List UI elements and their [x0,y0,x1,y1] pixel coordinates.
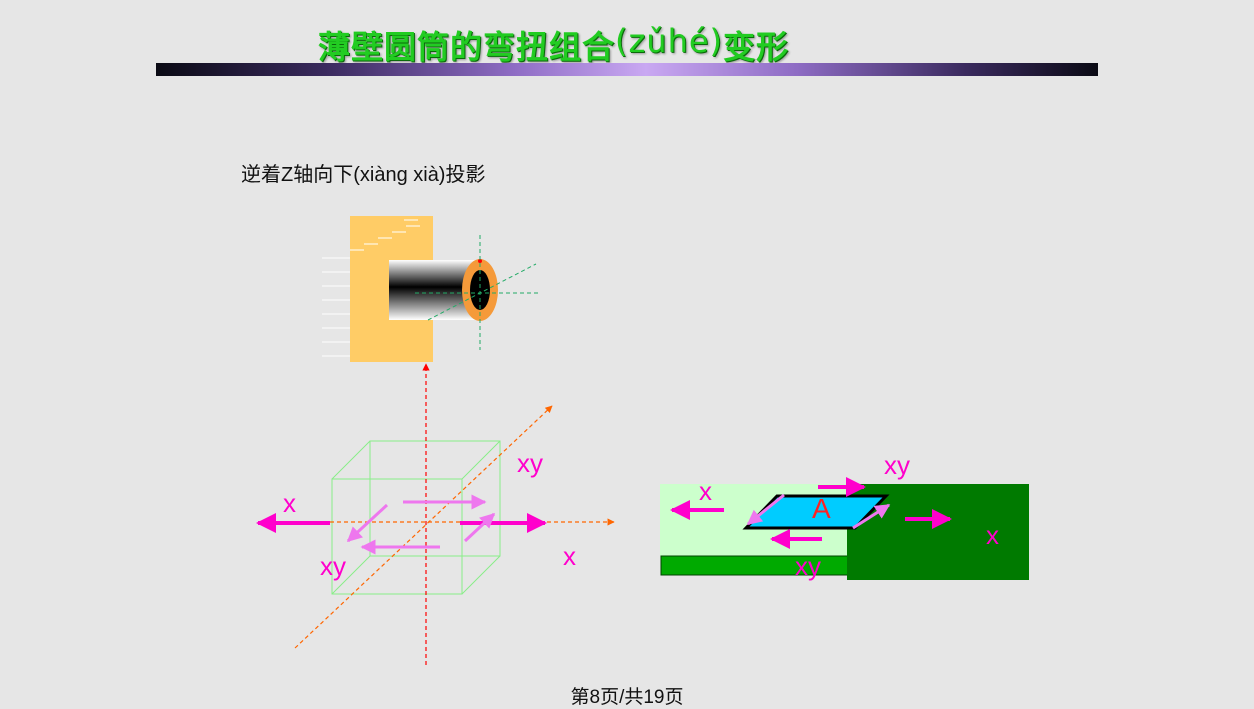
cylinder-end-hole [470,270,490,310]
y-axis-diagonal [294,405,553,649]
stress-cube-figure: x xy xy x [256,363,615,665]
title-end: 变形 [723,28,790,66]
title-pinyin: (zǔhé) [615,22,724,60]
plate-label-a: A [812,493,831,524]
cube-label-x-right: x [563,541,576,571]
projection-caption: 逆着Z轴向下(xiàng xià)投影 [241,164,486,186]
cylinder-axes [415,235,540,350]
tau-right-face-arrow [463,512,496,543]
plate-edge-strip [660,555,851,576]
point-a-marker [478,259,482,263]
tau-left-face-arrow [346,503,389,543]
title-underline-bar [156,63,1098,76]
plate-arrow-diag-left [746,493,785,526]
plate-label-xy-top: xy [884,450,910,480]
cube-label-xy-top: xy [517,448,543,478]
title-main: 薄壁圆筒的弯扭组合 [318,28,616,66]
plate-label-x-left: x [699,476,712,506]
wall-hatch-lines [322,219,420,357]
wall-cylinder-figure [322,216,540,362]
plate-label-xy-bottom: xy [795,551,821,581]
plate-arrow-diag-right [852,503,891,530]
slide-title: 薄壁圆筒的弯扭组合(zǔhé)变形 [318,22,789,68]
plate-element-figure: x xy A x xy [660,450,1029,581]
cube-wireframe [331,440,501,595]
plate-label-x-right: x [986,520,999,550]
cube-label-xy-bottom: xy [320,551,346,581]
page-footer: 第8页/共19页 [570,687,684,708]
cube-label-x-left: x [283,488,296,518]
